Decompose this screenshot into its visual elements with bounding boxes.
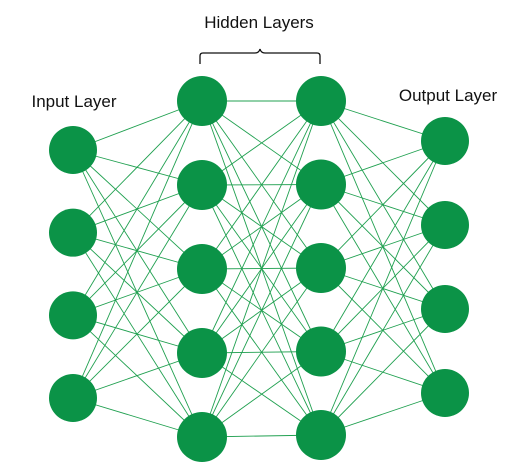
output-node-3	[421, 285, 469, 333]
hidden-layers-brace	[199, 48, 321, 64]
connection-input-1-to-hidden-1-5	[72, 149, 203, 438]
connection-hidden-2-5-to-output-2	[320, 224, 446, 436]
hidden-2-node-2	[296, 159, 346, 210]
connection-input-1-to-hidden-1-3	[72, 149, 203, 270]
hidden-layers-label: Hidden Layers	[204, 13, 314, 32]
hidden-2-node-1	[296, 76, 346, 126]
connection-hidden-1-4-to-hidden-2-1	[201, 100, 322, 354]
connection-input-4-to-hidden-1-3	[72, 268, 203, 399]
hidden-2-node-4	[296, 326, 346, 377]
input-layer-label: Input Layer	[31, 92, 116, 111]
connection-input-2-to-hidden-1-4	[72, 232, 203, 354]
connection-hidden-2-5-to-output-1	[320, 140, 446, 436]
hidden-2-node-5	[296, 410, 346, 460]
connection-hidden-1-5-to-hidden-2-2	[201, 184, 322, 438]
hidden-1-node-2	[177, 160, 227, 210]
connection-hidden-1-5-to-hidden-2-3	[201, 267, 322, 438]
connection-hidden-2-3-to-output-1	[320, 140, 446, 269]
connections-group	[72, 100, 446, 438]
connection-input-4-to-hidden-1-1	[72, 100, 203, 399]
output-layer-label: Output Layer	[399, 86, 498, 105]
connection-input-4-to-hidden-1-2	[72, 184, 203, 399]
connection-hidden-1-3-to-hidden-2-1	[201, 100, 322, 270]
connection-input-3-to-hidden-1-1	[72, 100, 203, 316]
output-node-1	[421, 117, 469, 165]
input-node-2	[49, 208, 97, 257]
connection-input-1-to-hidden-1-4	[72, 149, 203, 354]
output-node-4	[421, 369, 469, 417]
hidden-1-node-5	[177, 412, 227, 462]
input-node-4	[49, 374, 97, 422]
input-node-3	[49, 291, 97, 340]
hidden-1-node-1	[177, 76, 227, 126]
connection-hidden-1-5-to-hidden-2-1	[201, 100, 322, 438]
output-node-2	[421, 201, 469, 249]
hidden-1-node-3	[177, 244, 227, 294]
input-node-1	[49, 126, 97, 174]
connection-input-3-to-hidden-1-5	[72, 315, 203, 438]
neurons-group	[49, 76, 469, 462]
connection-hidden-2-5-to-output-3	[320, 308, 446, 436]
hidden-2-node-3	[296, 243, 346, 293]
connection-hidden-2-4-to-output-1	[320, 140, 446, 352]
connection-input-2-to-hidden-1-5	[72, 232, 203, 438]
hidden-1-node-4	[177, 328, 227, 378]
connection-input-2-to-hidden-1-1	[72, 100, 203, 233]
